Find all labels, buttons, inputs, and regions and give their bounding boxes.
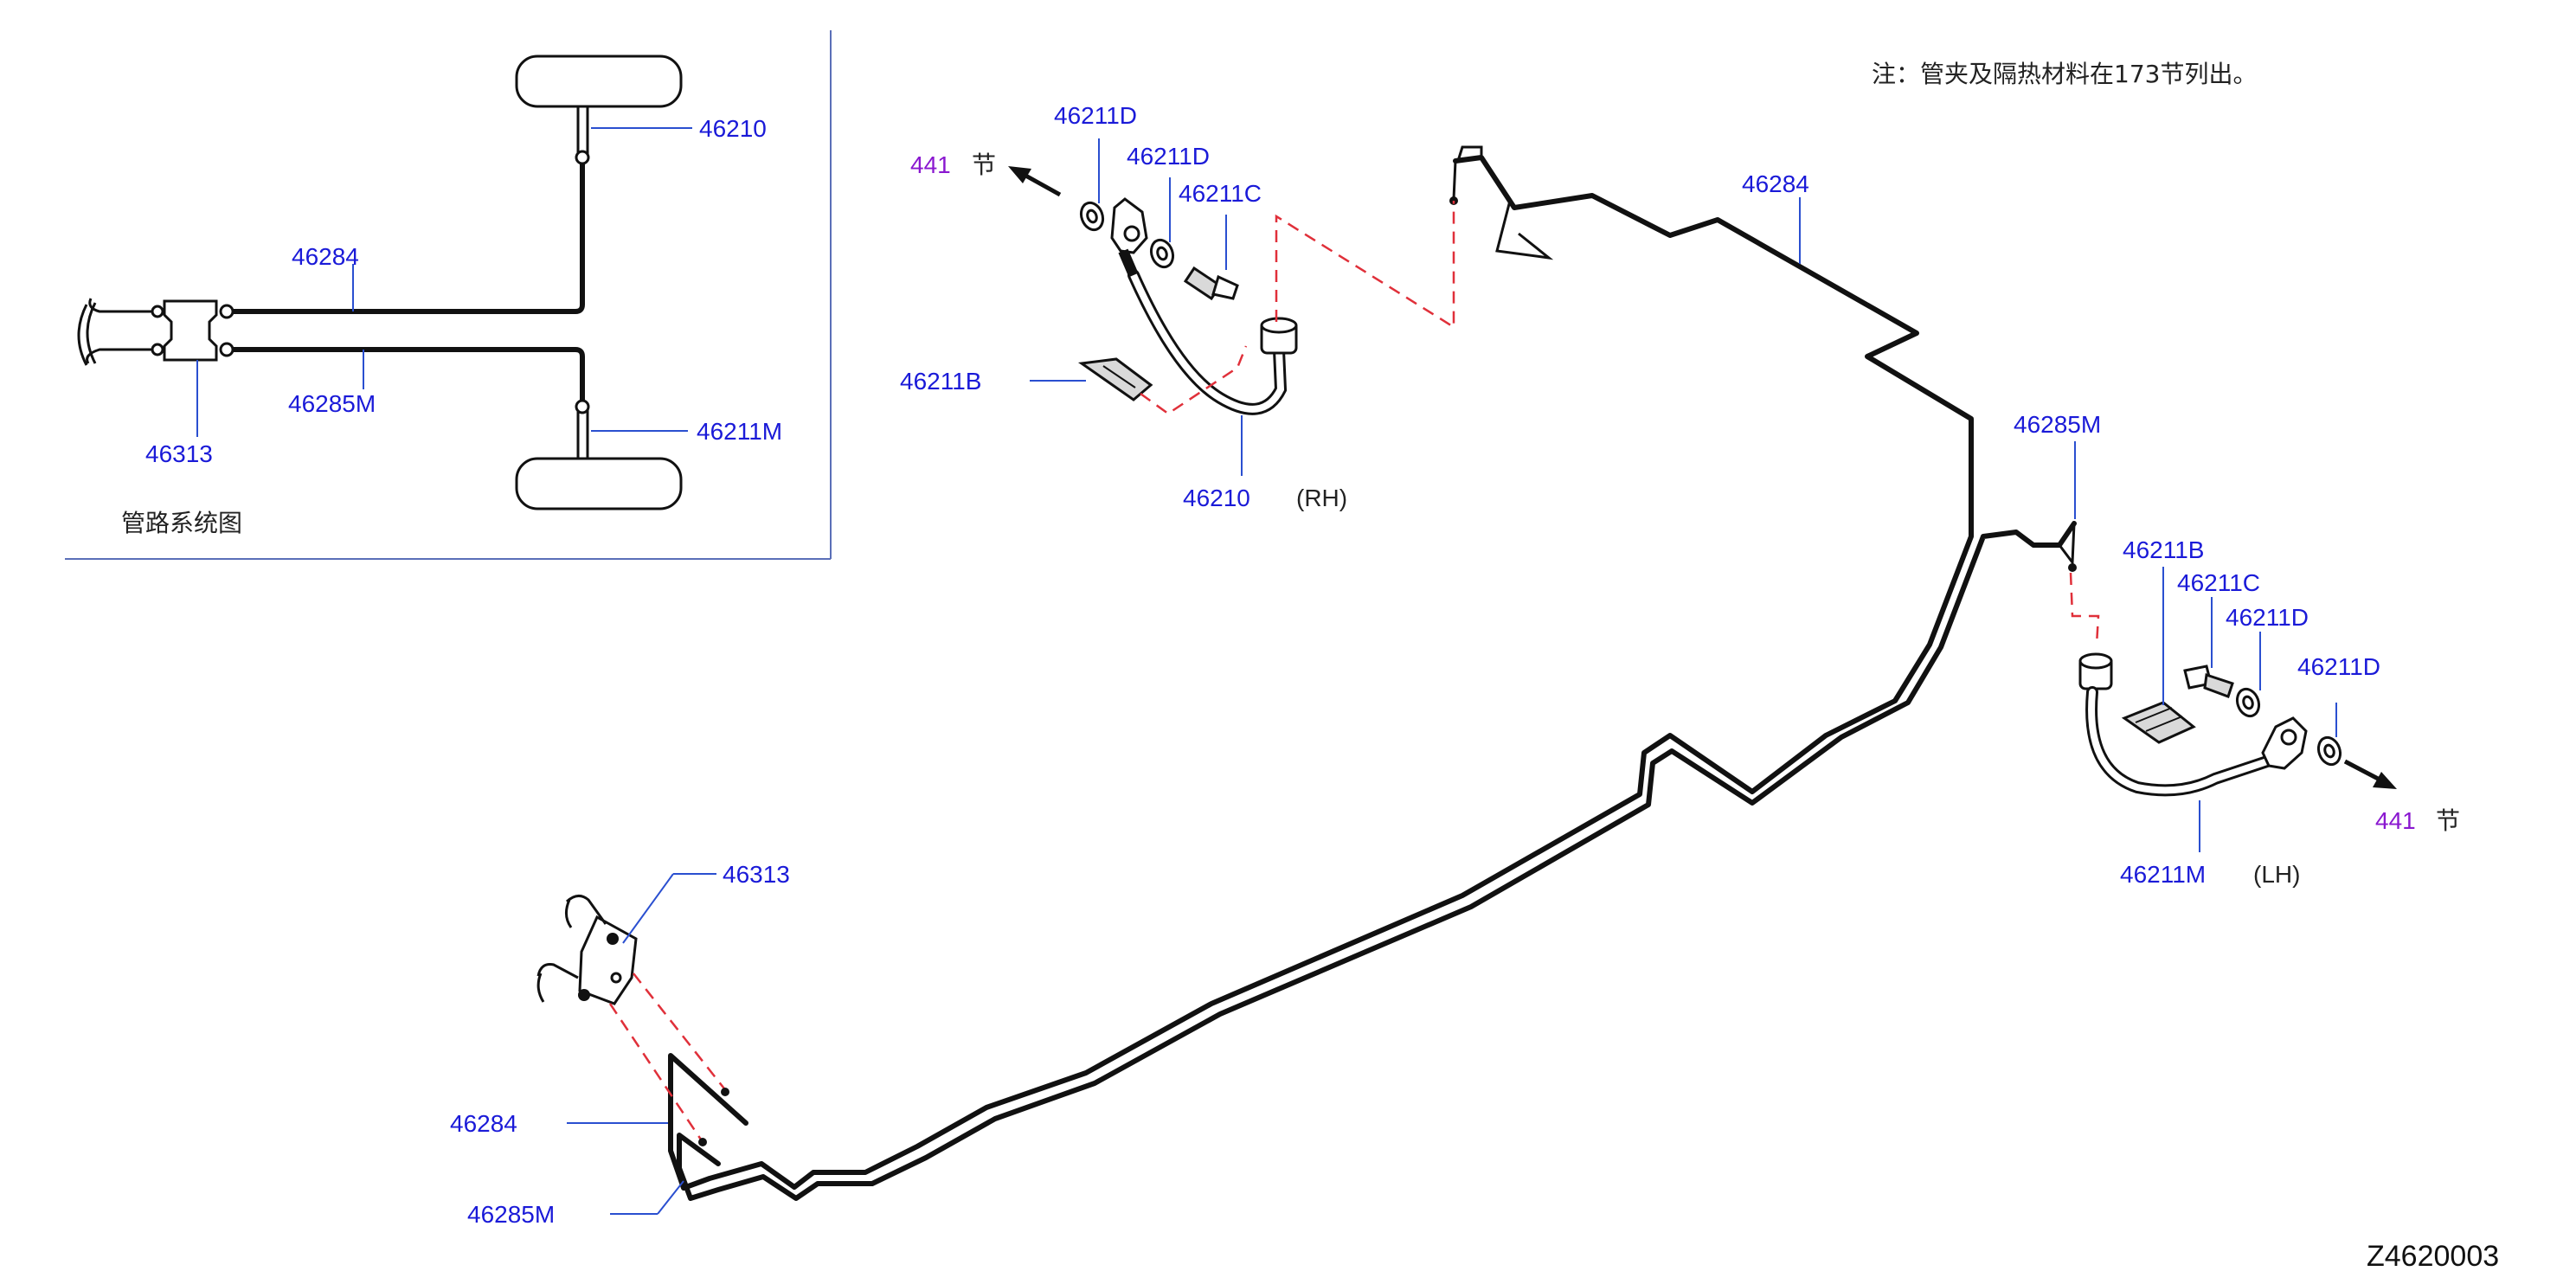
inset-label-46284: 46284 (292, 243, 359, 270)
lh-label-hose: 46211M (2120, 861, 2206, 888)
inset-label-46285m: 46285M (288, 390, 376, 417)
piping-system-inset: 46210 46284 46285M 46211M 46313 管路系统图 (65, 30, 832, 560)
main-tubes (668, 145, 2077, 1201)
lh-tube-bracket (2058, 523, 2076, 567)
inset-tube-lh (227, 347, 585, 409)
front-connector-assembly: 46313 46284 46285M (450, 861, 790, 1228)
wheel-lh-icon (515, 457, 683, 510)
main-label-connector: 46313 (723, 861, 790, 888)
connector-46313-icon (578, 915, 638, 1005)
inset-feed-lines (86, 298, 152, 364)
note-text: 注：管夹及隔热材料在173节列出。 (1872, 60, 2257, 88)
main-label-tube-rh: 46284 (1742, 170, 1809, 197)
inset-joint-lh (575, 399, 590, 414)
rh-label-washer-2: 46211D (1127, 143, 1210, 170)
tube-lh-46285m (677, 521, 2077, 1201)
inset-tube-rh (227, 155, 585, 314)
rh-ref-suffix: 节 (972, 151, 996, 179)
lh-ref-arrow-icon (2373, 772, 2397, 789)
rh-ref-arrow-icon (1008, 166, 1031, 183)
rh-bolt-icon (1183, 266, 1223, 301)
main-label-tube-front-lh: 46285M (467, 1201, 555, 1228)
rh-assembly-dashed-lines (1140, 201, 1455, 415)
lh-ref-suffix: 节 (2436, 806, 2460, 835)
rh-label-washer-1: 46211D (1054, 102, 1137, 129)
rh-label-hose: 46210 (1183, 485, 1250, 511)
rh-label-bolt: 46211C (1179, 180, 1262, 207)
rh-side-label: (RH) (1296, 485, 1347, 511)
main-label-tube-front-rh: 46284 (450, 1110, 517, 1137)
lh-label-bolt: 46211C (2177, 569, 2260, 596)
inset-caption: 管路系统图 (121, 509, 242, 537)
lh-side-label: (LH) (2253, 861, 2300, 888)
lh-label-clip: 46211B (2123, 536, 2204, 563)
figure-code: Z4620003 (2367, 1240, 2499, 1273)
lh-label-tube: 46285M (2014, 411, 2101, 438)
lh-assembly-dashed-lines (2069, 572, 2100, 645)
inset-label-46313: 46313 (145, 440, 213, 467)
inset-connector-icon (163, 299, 218, 362)
lh-ref-section: 441 (2375, 807, 2416, 834)
rh-hose-assembly: 441 节 46211D 46211D 46211C 46211B 46210 … (900, 102, 1455, 511)
inset-label-46211m: 46211M (697, 418, 782, 445)
lh-clip-icon (2121, 701, 2196, 744)
connector-dashed-lines (608, 973, 728, 1143)
inset-joint-rh (575, 150, 590, 165)
lh-label-washer-1: 46211D (2226, 604, 2309, 631)
wheel-rh-icon (515, 55, 683, 108)
tube-rh-46284 (668, 155, 1974, 1191)
lh-hose-assembly: 46285M 46211B 46211C 46211D 46211D 441 节… (2014, 411, 2460, 888)
rh-tube-bracket (1495, 200, 1554, 260)
lh-label-washer-2: 46211D (2297, 653, 2380, 680)
rh-clip-icon (1077, 357, 1153, 401)
rh-label-clip: 46211B (900, 368, 981, 395)
rh-ref-section: 441 (910, 151, 951, 178)
inset-label-46210: 46210 (699, 115, 767, 142)
